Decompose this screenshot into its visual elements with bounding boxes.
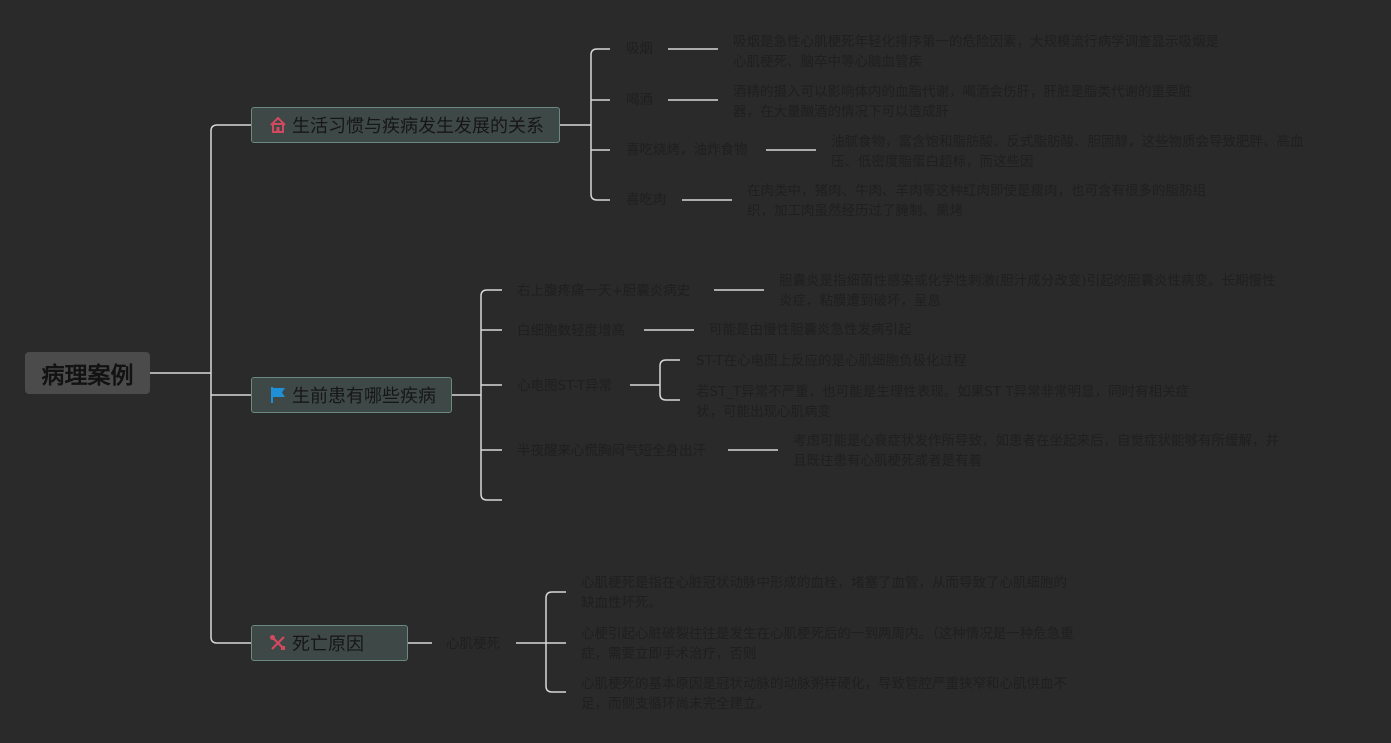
topic-fried-food[interactable]: 喜吃烧烤，油炸食物 bbox=[626, 142, 748, 158]
topic-drinking[interactable]: 喝酒 bbox=[626, 92, 653, 108]
flag-icon bbox=[268, 385, 288, 405]
note-mi-1: 心肌梗死是指在心脏冠状动脉中形成的血栓，堵塞了血管，从而导致了心肌细胞的缺血性坏… bbox=[581, 575, 1067, 611]
note-ecg-2: 若ST_T异常不严重，也可能是生理性表现。如果ST T异常非常明显，同时有相关症… bbox=[696, 384, 1190, 420]
branch-cause-of-death[interactable]: 死亡原因 bbox=[251, 625, 408, 661]
note-mi-2: 心梗引起心脏破裂往往是发生在心肌梗死后的一到两周内。（这种情况是一种危急重症，需… bbox=[581, 626, 1074, 662]
note-ecg-1: ST-T在心电图上反应的是心肌细胞负极化过程 bbox=[696, 353, 967, 369]
note-drinking: 酒精的摄入可以影响体内的血脂代谢，喝酒会伤肝，肝脏是脂类代谢的重要脏器，在大量酗… bbox=[733, 84, 1192, 120]
branch-label: 生活习惯与疾病发生发展的关系 bbox=[292, 116, 544, 137]
topic-abdominal-pain[interactable]: 右上腹疼痛一天+胆囊炎病史 bbox=[517, 283, 691, 299]
home-icon bbox=[268, 115, 288, 135]
tools-icon bbox=[268, 633, 288, 653]
note-mi-3: 心肌梗死的基本原因是冠状动脉的动脉粥样硬化，导致管腔严重狭窄和心肌供血不足，而侧… bbox=[581, 676, 1067, 712]
branch-label: 生前患有哪些疾病 bbox=[292, 386, 436, 407]
topic-ecg[interactable]: 心电图ST-T异常 bbox=[517, 378, 612, 394]
topic-meat[interactable]: 喜吃肉 bbox=[626, 192, 667, 208]
branch-prior-diseases[interactable]: 生前患有哪些疾病 bbox=[251, 377, 452, 413]
note-white-cells: 可能是由慢性胆囊炎急性发病引起 bbox=[709, 322, 912, 338]
note-meat: 在肉类中，猪肉、牛肉、羊肉等这种红肉即使是瘦肉，也可含有很多的脂肪组织，加工肉虽… bbox=[747, 183, 1206, 219]
note-smoking: 吸烟是急性心肌梗死年轻化排序第一的危险因素，大规模流行病学调查显示吸烟是心肌梗死… bbox=[733, 34, 1219, 70]
note-night-symptoms: 考虑可能是心衰症状发作所导致，如患者在坐起来后，自觉症状能够有所缓解，并且既往患… bbox=[793, 433, 1279, 469]
root-topic-label: 病理案例 bbox=[41, 363, 134, 389]
topic-myocardial-infarction[interactable]: 心肌梗死 bbox=[446, 636, 500, 652]
note-fried-food: 油腻食物，富含饱和脂肪酸、反式脂肪酸、胆固醇，这些物质会导致肥胖、高血压、低密度… bbox=[831, 134, 1304, 170]
topic-white-cells[interactable]: 白细胞数轻度增高 bbox=[517, 323, 625, 339]
topic-night-symptoms[interactable]: 半夜醒来心慌胸闷气短全身出汗 bbox=[517, 443, 706, 459]
root-topic[interactable]: 病理案例 bbox=[25, 352, 150, 394]
branch-label: 死亡原因 bbox=[292, 634, 364, 655]
branch-lifestyle[interactable]: 生活习惯与疾病发生发展的关系 bbox=[251, 107, 560, 143]
note-cholecystitis: 胆囊炎是指细菌性感染或化学性刺激(胆汁成分改变)引起的胆囊炎性病变。长期慢性炎症… bbox=[779, 273, 1276, 309]
topic-smoking[interactable]: 吸烟 bbox=[626, 41, 653, 57]
